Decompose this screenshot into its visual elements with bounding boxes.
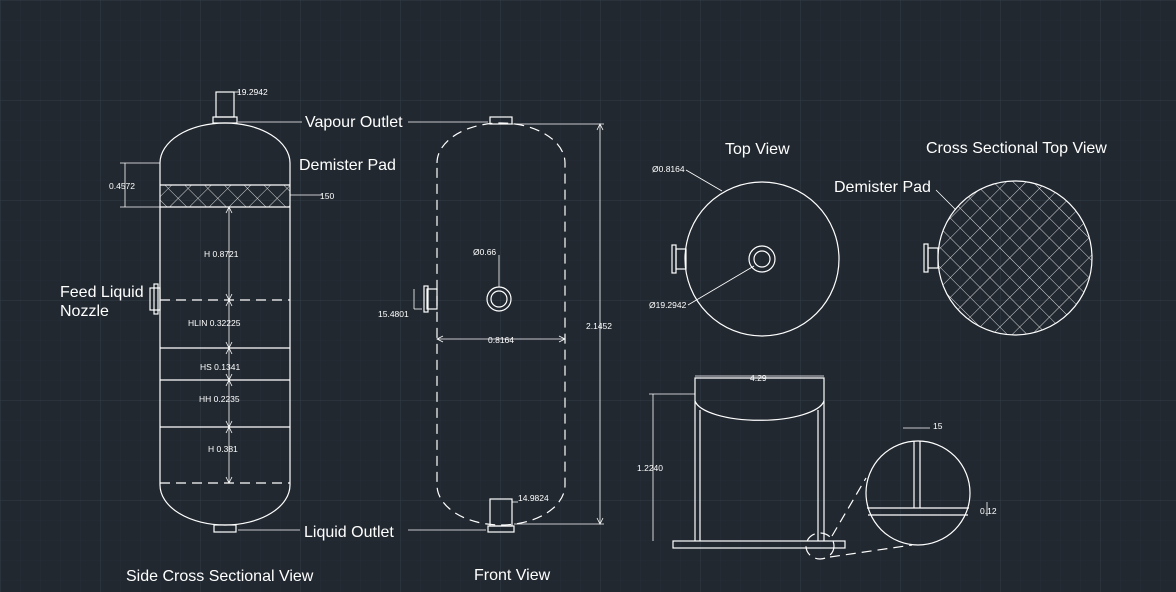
dim-vapour-nozzle: 19.2942 — [237, 87, 268, 97]
dim-demister-150: 150 — [320, 191, 334, 201]
feed-nozzle-label: Nozzle — [60, 303, 109, 320]
dim-hs: HS 0.1341 — [200, 362, 240, 372]
dim-h-bottom: H 0.381 — [208, 444, 238, 454]
top-view — [671, 169, 840, 337]
dim-detail-15: 15 — [933, 421, 943, 431]
dim-support-width: 4.29 — [750, 373, 767, 383]
demister-pad-top-label: Demister Pad — [834, 179, 931, 196]
cross-top-view-title: Cross Sectional Top View — [926, 140, 1107, 157]
dim-top-nozzle: Ø19.2942 — [649, 300, 687, 310]
dim-hlin: HLIN 0.32225 — [188, 318, 241, 328]
dim-diameter-front: 0.8164 — [488, 335, 514, 345]
dim-top-diameter: Ø0.8164 — [652, 164, 685, 174]
demister-pad-side-label: Demister Pad — [299, 157, 396, 174]
vapour-outlet-label: Vapour Outlet — [305, 114, 403, 131]
front-view-title: Front View — [474, 567, 551, 584]
dim-demister-thickness: 0.4572 — [109, 181, 135, 191]
dim-inner-circle: Ø0.66 — [473, 247, 496, 257]
front-view — [408, 116, 604, 533]
top-view-title: Top View — [725, 141, 790, 158]
side-view-title: Side Cross Sectional View — [126, 568, 314, 585]
dim-detail-012: 0.12 — [980, 506, 997, 516]
dim-feed-nozzle: 15.4801 — [378, 309, 409, 319]
liquid-outlet-label: Liquid Outlet — [304, 524, 394, 541]
feed-liquid-label: Feed Liquid — [60, 284, 144, 301]
side-cross-sectional-view — [120, 91, 322, 533]
dim-height-total: 2.1452 — [586, 321, 612, 331]
dim-h-top: H 0.8721 — [204, 249, 239, 259]
dim-hh: HH 0.2235 — [199, 394, 240, 404]
dim-support-height: 1.2240 — [637, 463, 663, 473]
dim-liquid-nozzle: 14.9824 — [518, 493, 549, 503]
support-detail-view — [649, 375, 988, 560]
cross-sectional-top-view — [923, 180, 1093, 336]
